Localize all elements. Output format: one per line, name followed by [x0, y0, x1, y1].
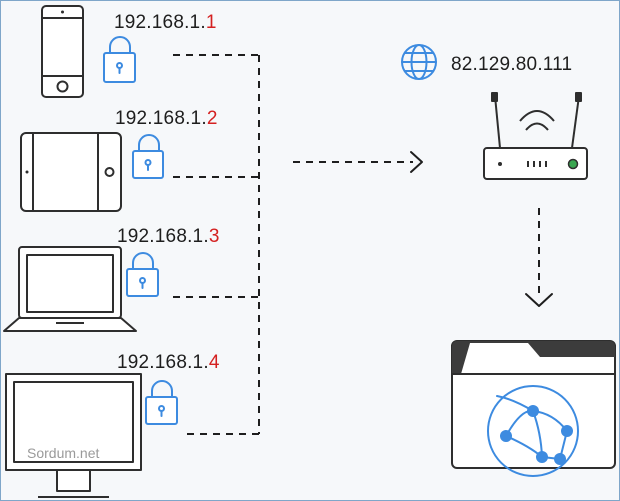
lock-icon	[145, 380, 178, 425]
connection-lines	[173, 54, 540, 435]
arrow-down-icon	[525, 293, 553, 307]
device-ip-label: 192.168.1.2	[115, 108, 218, 129]
globe-icon	[401, 44, 437, 80]
lock-icon	[126, 252, 159, 297]
smartphone-icon	[41, 5, 84, 98]
arrow-right-icon	[410, 151, 423, 173]
laptop-icon	[3, 246, 137, 332]
monitor-icon: Sordum.net	[5, 373, 142, 498]
lock-icon	[103, 36, 136, 83]
device-ip-label: 192.168.1.4	[117, 352, 220, 373]
public-ip-label: 82.129.80.111	[451, 54, 572, 75]
lock-icon	[132, 134, 164, 179]
router-icon	[483, 92, 588, 180]
device-ip-label: 192.168.1.1	[114, 12, 217, 33]
device-ip-label: 192.168.1.3	[117, 226, 220, 247]
watermark-text: Sordum.net	[27, 445, 99, 461]
tablet-icon	[20, 132, 122, 212]
internet-browser-icon	[451, 340, 616, 477]
